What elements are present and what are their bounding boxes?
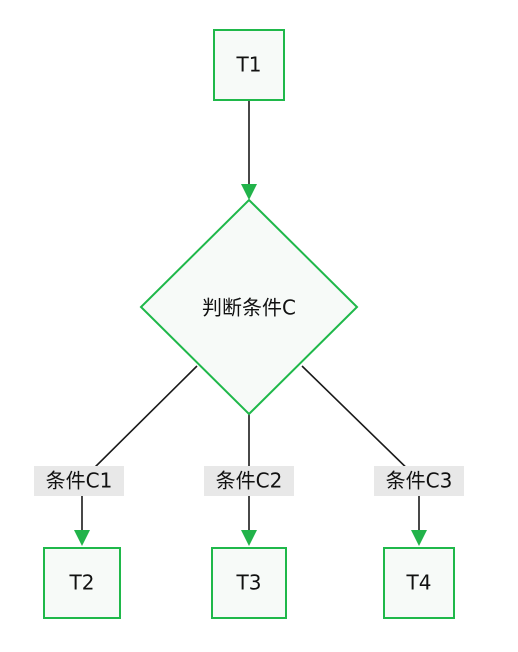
edge-t1-to-decision	[241, 100, 257, 200]
arrow-head-icon	[74, 530, 90, 546]
edge-label-c2-text: 条件C2	[216, 469, 283, 493]
edge-decision-to-t4	[301, 365, 427, 546]
arrow-head-icon	[411, 530, 427, 546]
node-t3-label: T3	[236, 571, 262, 595]
edge-label-c3: 条件C3	[374, 466, 464, 496]
node-t1-label: T1	[236, 53, 262, 77]
arrow-head-icon	[241, 530, 257, 546]
decision-node-label: 判断条件C	[202, 296, 296, 320]
node-t3: T3	[211, 547, 287, 619]
node-t1: T1	[213, 29, 285, 101]
edge-label-c1: 条件C1	[34, 466, 124, 496]
node-t2-label: T2	[69, 571, 95, 595]
edge-decision-to-t2	[74, 365, 198, 546]
node-t4-label: T4	[406, 571, 432, 595]
arrow-head-icon	[241, 184, 257, 200]
decision-node: 判断条件C	[139, 198, 359, 416]
edge-label-c2: 条件C2	[204, 466, 294, 496]
edge-label-c3-text: 条件C3	[386, 469, 453, 493]
edge-label-c1-text: 条件C1	[46, 469, 113, 493]
node-t2: T2	[43, 547, 121, 619]
node-t4: T4	[383, 547, 455, 619]
